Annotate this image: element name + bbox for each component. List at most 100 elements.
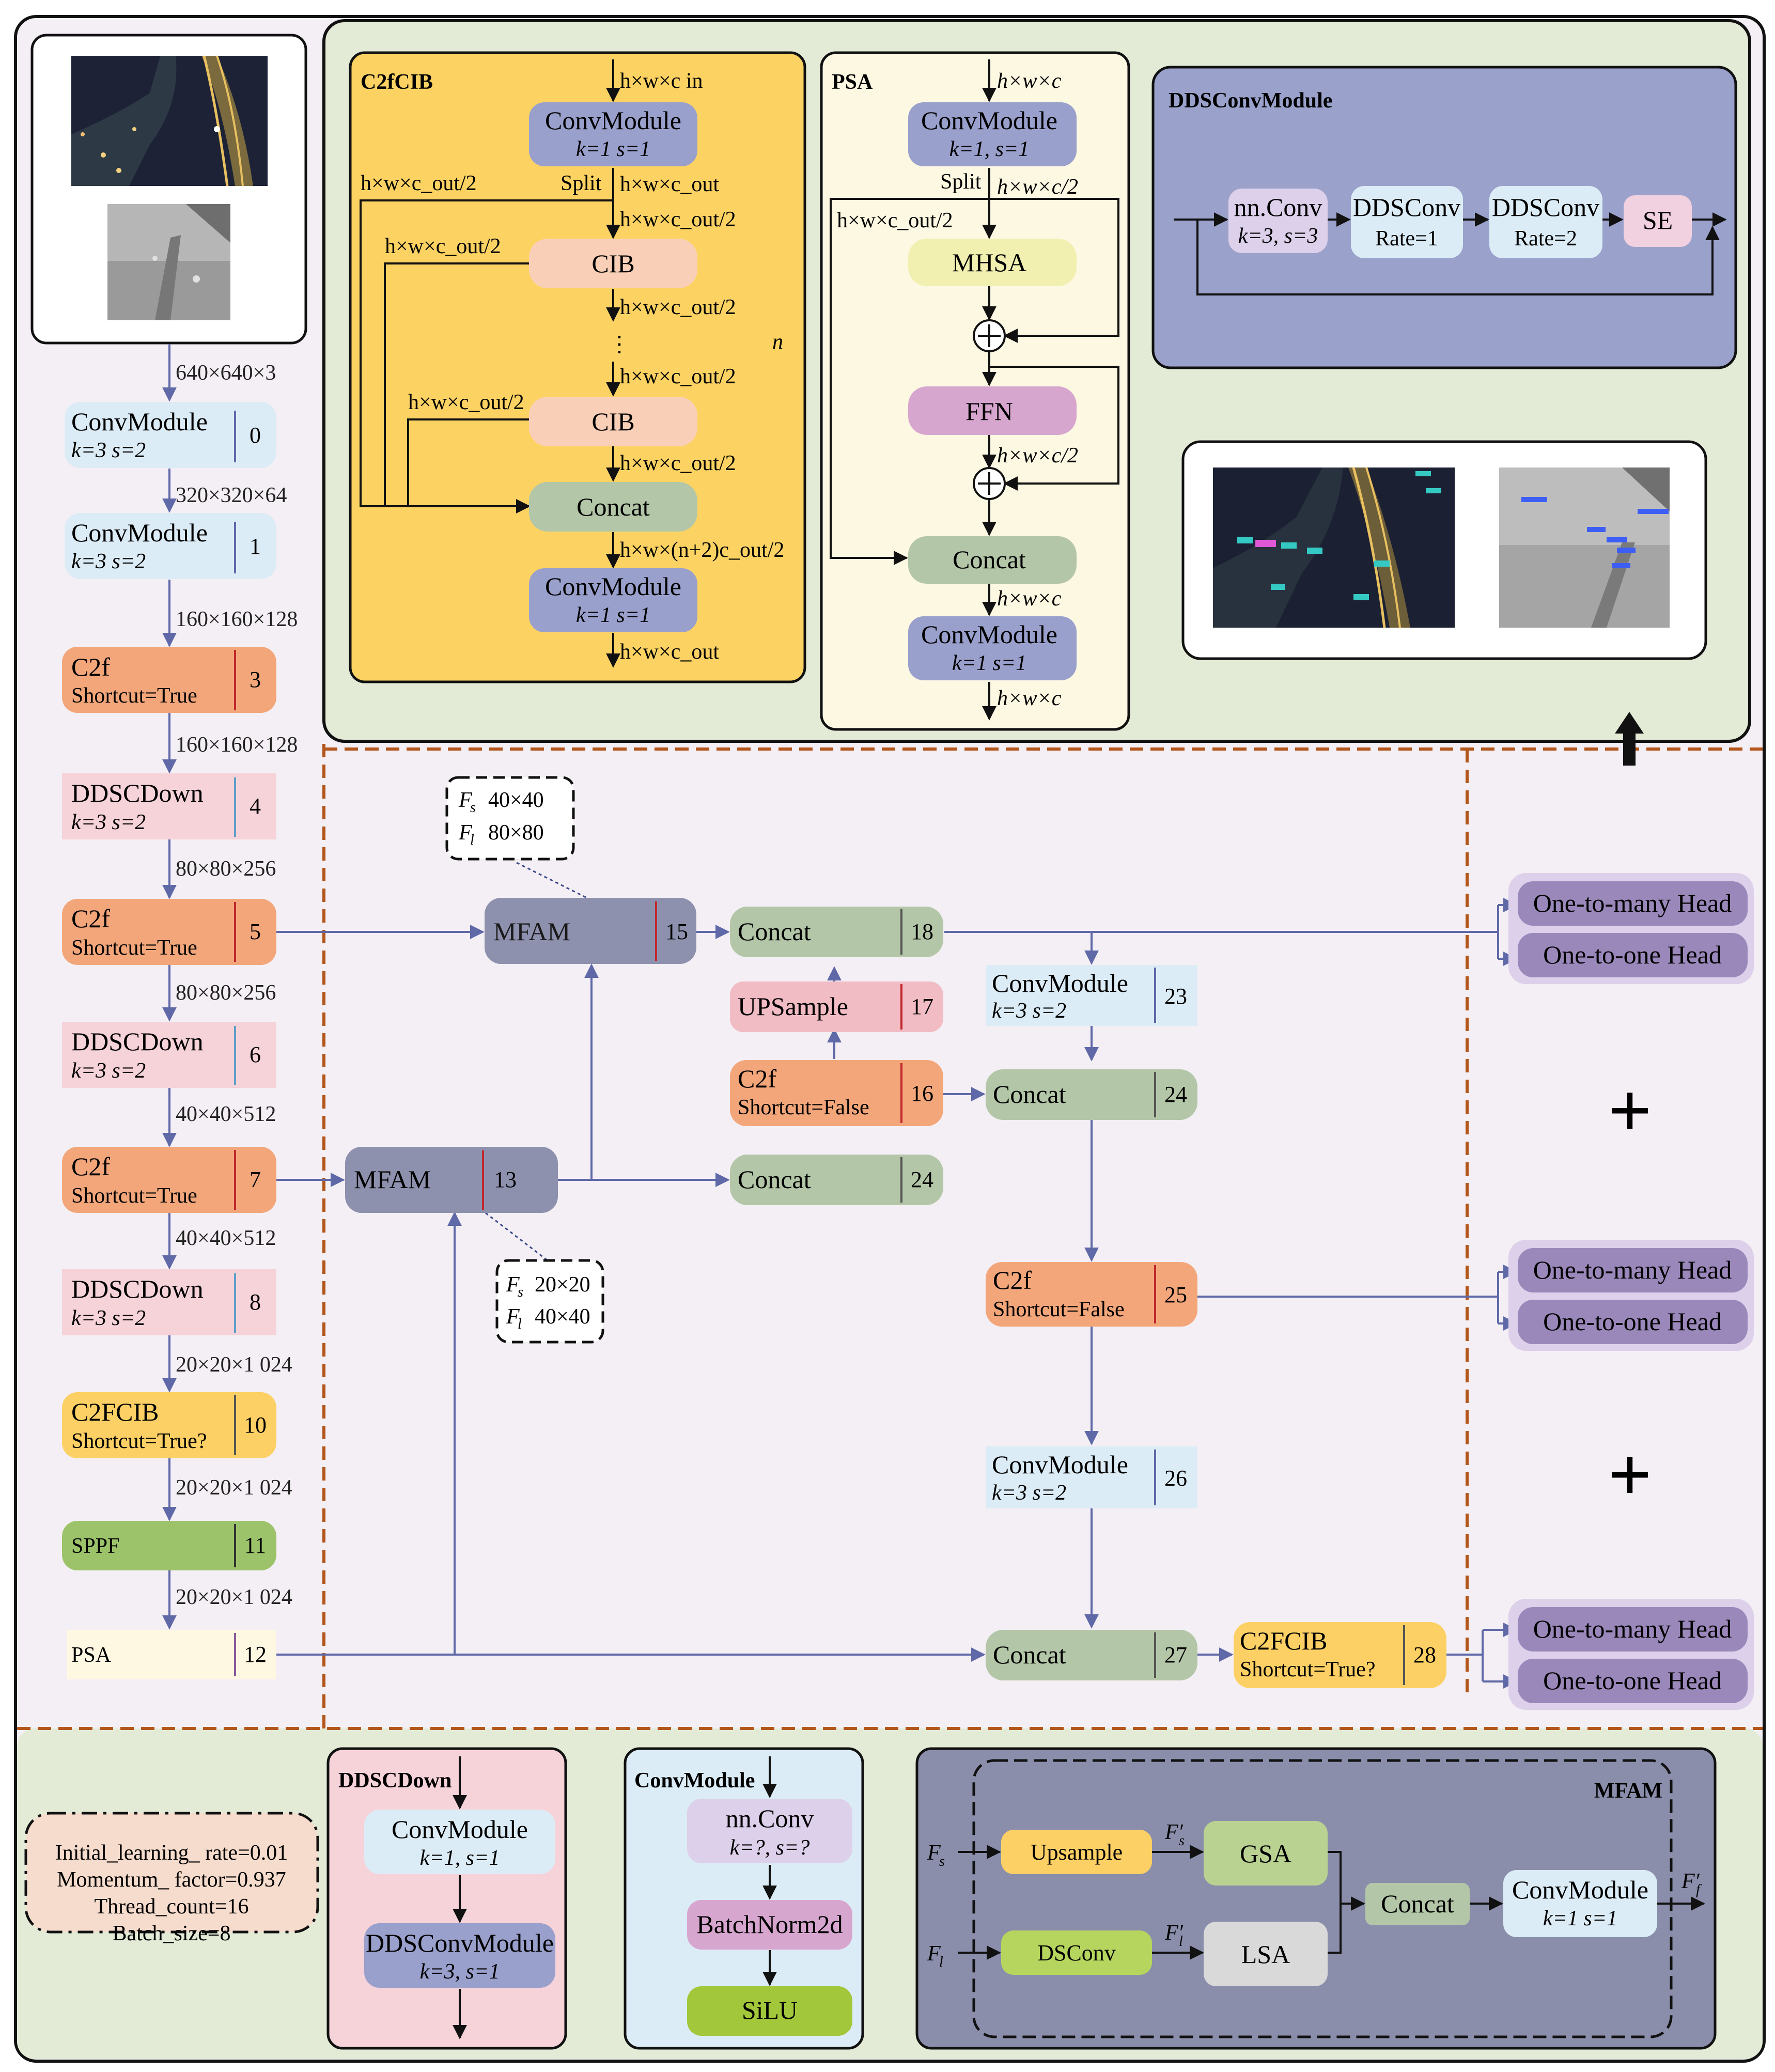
node-index: 4 [250,793,261,819]
backbone-node-3-c2f: C2f Shortcut=True 3 [62,647,276,713]
backbone-node-12-psa: PSA 12 [67,1630,276,1679]
neck-node-16-c2f: C2f Shortcut=False 16 [730,1060,943,1126]
convmodule-batchnorm: BatchNorm2d [696,1910,843,1939]
node-sublabel: k=3 s=2 [71,811,146,834]
node-label: C2f [71,1152,110,1181]
psa-conv1-label: ConvModule [921,106,1057,135]
ddscdown-dds-sublabel: k=3, s=1 [420,1960,500,1984]
dim-label: 80×80×256 [176,981,276,1005]
convmodule-silu: SiLU [742,1996,798,2024]
backbone-node-8-ddscdown: DDSCDown k=3 s=2 8 [62,1269,276,1335]
mfam-ff: F′ [1681,1870,1700,1893]
note-value: 40×40 [535,1305,590,1329]
neck-node-15-mfam: MFAM 15 [485,898,696,964]
psa-concat-dim: h×w×c [997,587,1062,611]
node-sublabel: k=3 s=2 [71,1059,146,1083]
node-index: 28 [1413,1642,1436,1668]
psa-title: PSA [832,70,873,94]
c2fcib-split-left: h×w×c_out/2 [361,172,477,195]
c2fcib-detail: C2fCIB ConvModule k=1 s=1 CIB CIB Concat… [349,51,806,683]
ddsconv-nnconv-label: nn.Conv [1234,193,1322,222]
node-label: DDSCDown [71,1027,204,1056]
node-index: 10 [244,1412,267,1438]
node-index: 27 [1164,1642,1187,1668]
ddsconv-dds2-label: DDSConv [1492,193,1599,222]
node-index: 5 [250,919,261,944]
backbone-node-4-ddscdown: DDSCDown k=3 s=2 4 [62,773,276,839]
mfam-detail: MFAM F s F l Upsample DSConv F′ s F′ l G… [915,1747,1717,2050]
mfam13-size-note: F s 20×20 F l 40×40 [495,1259,604,1344]
node-label: C2f [71,904,110,933]
param-line: Thread_count=16 [95,1895,249,1919]
node-label: ConvModule [992,1450,1128,1479]
node-sublabel: k=3 s=2 [71,1306,146,1330]
node-index: 8 [250,1289,261,1315]
convmodule-detail: ConvModule nn.Conv k=?, s=? BatchNorm2d … [624,1747,864,2050]
neck-node-26-convmodule: ConvModule k=3 s=2 26 [986,1446,1197,1508]
node-index: 24 [911,1167,933,1192]
mfam-upsample: Upsample [1031,1840,1123,1865]
note-value: 20×20 [535,1273,590,1297]
plus-icon: + [1608,1432,1652,1518]
mfam-concat: Concat [1381,1889,1454,1918]
c2fcib-split: Split [560,172,602,195]
mfam-conv-sublabel: k=1 s=1 [1543,1907,1617,1930]
mfam-gsa: GSA [1240,1839,1291,1868]
c2fcib-conv1-sublabel: k=1 s=1 [576,137,650,161]
head-group-1: One-to-many Head One-to-one Head [1508,873,1754,984]
c2fcib-cib1: CIB [591,249,634,278]
c2fcib-concat: Concat [577,492,650,521]
node-label: SPPF [71,1534,119,1558]
psa-mhsa: MHSA [952,248,1026,277]
dim-label: 320×320×64 [176,484,287,507]
param-line: Momentum_ factor=0.937 [57,1868,286,1892]
psa-in: h×w×c [997,69,1062,93]
c2fcib-conv1-label: ConvModule [545,106,681,135]
note-link [485,1212,548,1261]
backbone-node-1-convmodule: ConvModule k=3 s=2 1 [65,513,276,579]
node-label: UPSample [738,992,848,1021]
mfam15-size-note: F s 40×40 F l 80×80 [445,776,575,861]
input-night-image [71,55,268,186]
note-subscript: l [470,832,474,848]
node-sublabel: Shortcut=False [993,1298,1125,1321]
node-index: 18 [911,919,933,944]
up-arrow-icon [1615,712,1644,766]
note-subscript: s [470,800,476,816]
c2fcib-d5: h×w×(n+2)c_out/2 [620,538,784,562]
psa-detail: PSA ConvModule k=1, s=1 MHSA FFN Concat … [820,51,1130,731]
neck-node-27-concat: Concat 27 [986,1630,1197,1680]
node-index: 17 [911,994,933,1019]
node-sublabel: Shortcut=True [71,1184,197,1208]
c2fcib-out: h×w×c_out [620,640,719,664]
dim-label: 160×160×128 [176,733,298,757]
neck-node-23-convmodule: ConvModule k=3 s=2 23 [986,965,1197,1026]
node-index: 11 [244,1533,266,1558]
one-to-one-head: One-to-one Head [1543,1666,1722,1695]
mfam-fl-sub: l [939,1954,943,1970]
detection-output [1181,440,1707,660]
node-index: 23 [1164,984,1187,1009]
one-to-many-head: One-to-many Head [1533,1614,1732,1643]
node-sublabel: k=3 s=2 [992,999,1066,1023]
one-to-many-head: One-to-many Head [1533,889,1732,917]
dim-label: 40×40×512 [176,1102,276,1126]
c2fcib-n: n [772,330,783,354]
input-images [30,34,307,345]
node-label: MFAM [354,1165,431,1194]
psa-ffn-dim: h×w×c/2 [997,444,1078,468]
note-link [516,862,589,900]
note-symbol: F [506,1305,520,1329]
psa-split-right: h×w×c/2 [997,175,1078,199]
mfam-ff-sub: f [1696,1882,1702,1898]
ddsconv-detail: DDSConvModule nn.Conv k=3, s=3 DDSConv R… [1151,66,1737,369]
note-symbol: F [506,1273,520,1297]
mfam-fl: F [927,1942,941,1966]
ddscdown-detail: DDSCDown ConvModule k=1, s=1 DDSConvModu… [326,1747,567,2050]
node-label: DDSCDown [71,778,204,807]
node-index: 6 [250,1042,261,1067]
c2fcib-split-right: h×w×c_out [620,173,719,196]
output-infrared-image [1499,468,1670,628]
neck-node-25-c2f: C2f Shortcut=False 25 [986,1262,1197,1327]
node-label: DDSCDown [71,1274,204,1303]
